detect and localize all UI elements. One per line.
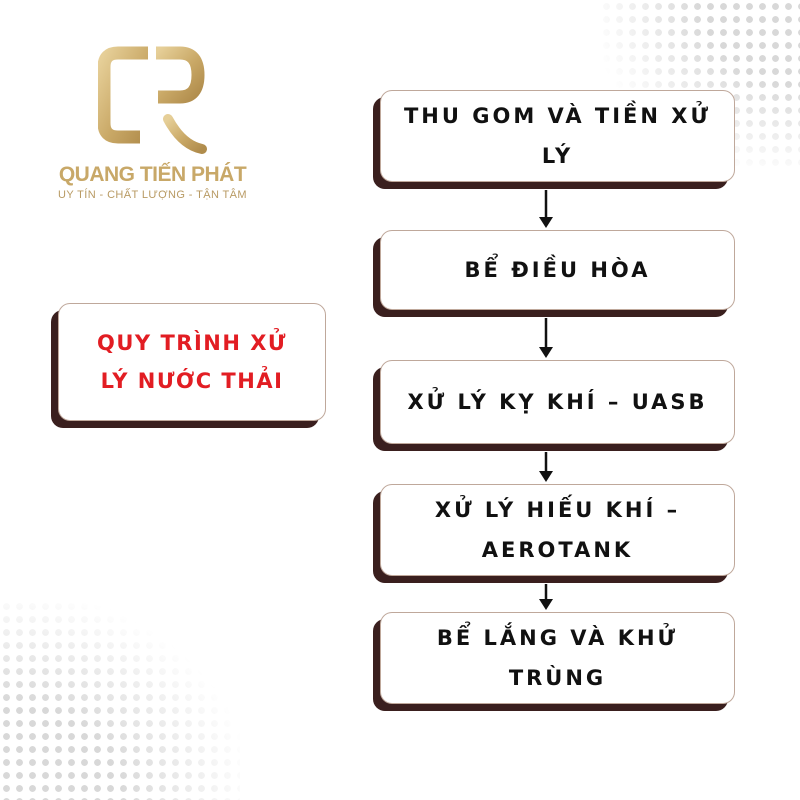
step-box-5: BỂ LẮNG VÀ KHỬ TRÙNG: [380, 612, 735, 704]
logo-slogan: UY TÍN - CHẤT LƯỢNG - TẬN TÂM: [58, 189, 247, 201]
logo-company-name: QUANG TIẾN PHÁT: [58, 163, 247, 186]
step-box-2: BỂ ĐIỀU HÒA: [380, 230, 735, 310]
step-label-1: THU GOM VÀ TIỀN XỬ LÝ: [403, 104, 712, 168]
arrow-4-to-5: [539, 584, 553, 610]
step-label-3: XỬ LÝ KỴ KHÍ – UASB: [407, 390, 708, 414]
diagram-title-box: QUY TRÌNH XỬ LÝ NƯỚC THẢI: [58, 303, 326, 421]
arrow-3-to-4: [539, 452, 553, 482]
company-logo: QUANG TIẾN PHÁT UY TÍN - CHẤT LƯỢNG - TẬ…: [40, 45, 265, 201]
step-label-2: BỂ ĐIỀU HÒA: [464, 258, 651, 282]
qtp-monogram-icon: [97, 46, 207, 154]
step-label-4: XỬ LÝ HIẾU KHÍ – AEROTANK: [434, 498, 681, 562]
step-box-1: THU GOM VÀ TIỀN XỬ LÝ: [380, 90, 735, 182]
step-box-3: XỬ LÝ KỴ KHÍ – UASB: [380, 360, 735, 444]
arrow-2-to-3: [539, 318, 553, 358]
step-box-4: XỬ LÝ HIẾU KHÍ – AEROTANK: [380, 484, 735, 576]
diagram-title: QUY TRÌNH XỬ LÝ NƯỚC THẢI: [97, 331, 287, 393]
arrow-1-to-2: [539, 190, 553, 228]
step-label-5: BỂ LẮNG VÀ KHỬ TRÙNG: [436, 626, 679, 690]
